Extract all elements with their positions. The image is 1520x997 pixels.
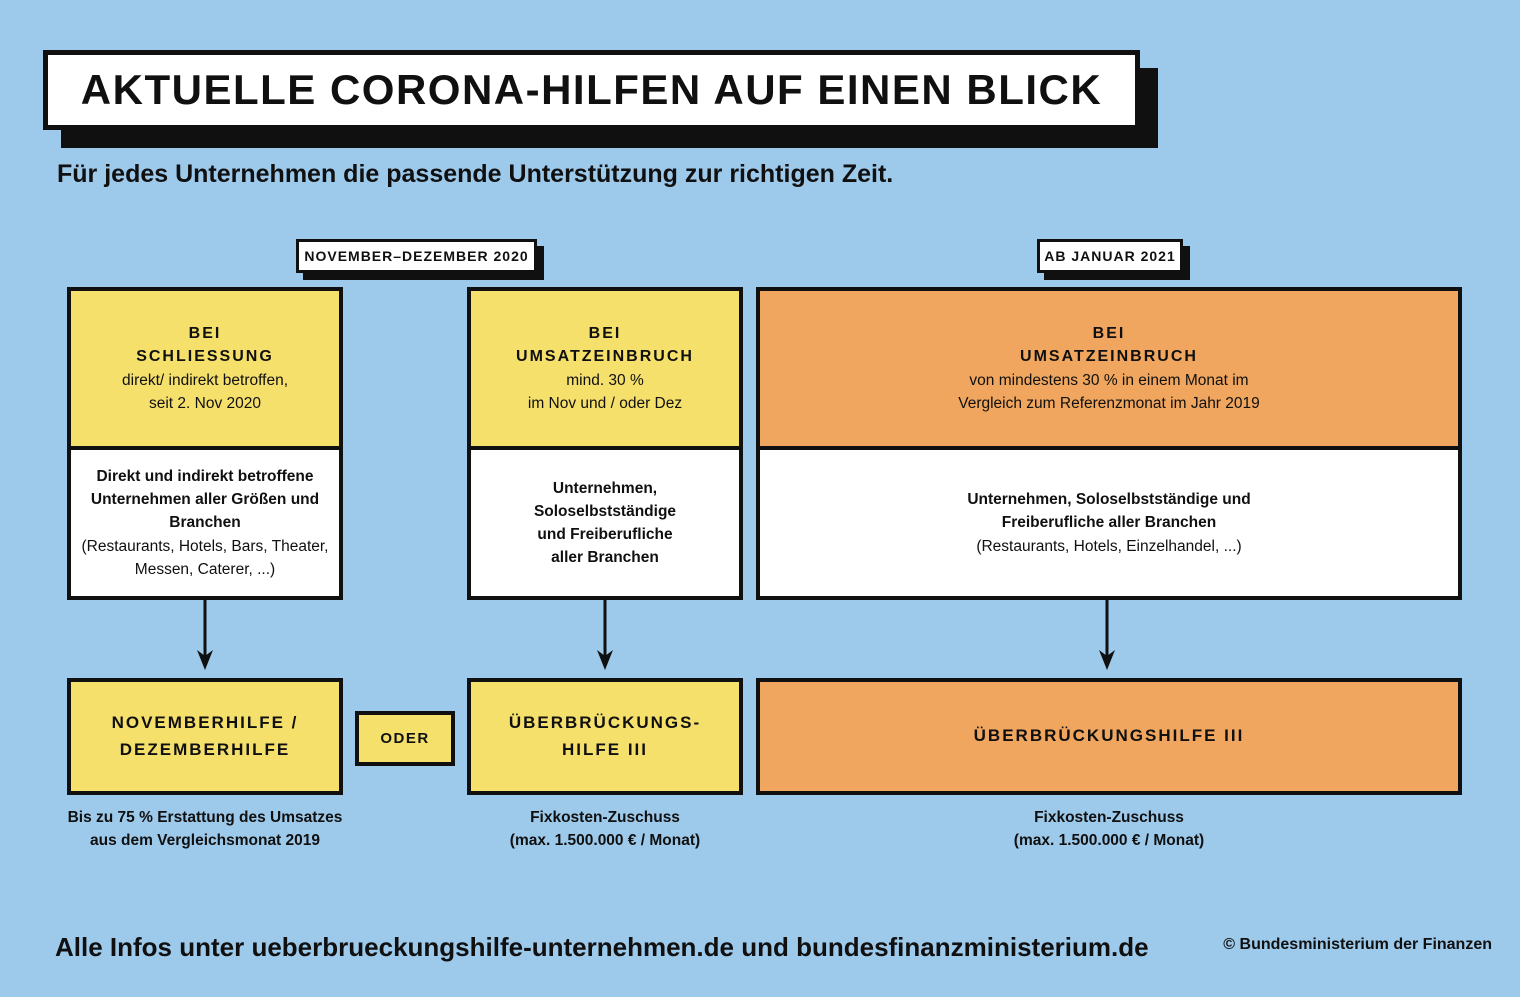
period-label-november-dezember-2020: NOVEMBER–DEZEMBER 2020: [296, 239, 537, 273]
audience-main: Unternehmen, Soloselbstständige und Frei…: [533, 479, 677, 567]
program-box-ueberbrueckungshilfe-3-orange: ÜBERBRÜCKUNGSHILFE III: [756, 678, 1462, 795]
audience-box-umsatzeinbruch-nov-dez: Unternehmen, Soloselbstständige und Frei…: [467, 450, 743, 600]
condition-details: direkt/ indirekt betroffen, seit 2. Nov …: [122, 372, 288, 412]
audience-main: Direkt und indirekt betroffene Unternehm…: [90, 467, 320, 532]
title-banner: AKTUELLE CORONA-HILFEN AUF EINEN BLICK: [43, 50, 1140, 130]
audience-main: Unternehmen, Soloselbstständige und Frei…: [967, 491, 1251, 532]
page-title: AKTUELLE CORONA-HILFEN AUF EINEN BLICK: [80, 66, 1103, 113]
down-arrow-icon: [197, 600, 213, 670]
condition-box-schliessung: BEI SCHLIESSUNG direkt/ indirekt betroff…: [67, 287, 343, 450]
program-box-ueberbrueckungshilfe-3-yellow: ÜBERBRÜCKUNGS- HILFE III: [467, 678, 743, 795]
column-schliessung: BEI SCHLIESSUNG direkt/ indirekt betroff…: [67, 287, 343, 600]
benefit-caption-ueberbrueckungshilfe-yellow: Fixkosten-Zuschuss (max. 1.500.000 € / M…: [509, 809, 701, 850]
audience-box-umsatzeinbruch-2021: Unternehmen, Soloselbstständige und Frei…: [756, 450, 1462, 600]
condition-box-umsatzeinbruch-2021: BEI UMSATZEINBRUCH von mindestens 30 % i…: [756, 287, 1462, 450]
program-box-novemberhilfe-dezemberhilfe: NOVEMBERHILFE / DEZEMBERHILFE: [67, 678, 343, 795]
benefit-caption-novemberhilfe: Bis zu 75 % Erstattung des Umsatzes aus …: [67, 809, 343, 850]
oder-connector: ODER: [355, 711, 455, 766]
column-umsatzeinbruch-2021: BEI UMSATZEINBRUCH von mindestens 30 % i…: [756, 287, 1462, 600]
column-umsatzeinbruch-nov-dez: BEI UMSATZEINBRUCH mind. 30 % im Nov und…: [467, 287, 743, 600]
audience-examples: (Restaurants, Hotels, Bars, Theater, Mes…: [81, 537, 329, 578]
condition-details: mind. 30 % im Nov und / oder Dez: [527, 372, 683, 412]
down-arrow-icon: [1099, 600, 1115, 670]
condition-heading: BEI UMSATZEINBRUCH: [516, 324, 694, 366]
condition-heading: BEI UMSATZEINBRUCH: [1020, 324, 1198, 366]
down-arrow-icon: [597, 600, 613, 670]
period-label-ab-januar-2021: AB JANUAR 2021: [1037, 239, 1183, 273]
audience-examples: (Restaurants, Hotels, Einzelhandel, ...): [976, 537, 1242, 555]
condition-heading: BEI SCHLIESSUNG: [136, 324, 274, 366]
benefit-caption-ueberbrueckungshilfe-orange: Fixkosten-Zuschuss (max. 1.500.000 € / M…: [1013, 809, 1205, 850]
condition-box-umsatzeinbruch-nov-dez: BEI UMSATZEINBRUCH mind. 30 % im Nov und…: [467, 287, 743, 450]
copyright-notice: © Bundesministerium der Finanzen: [1223, 936, 1492, 953]
audience-box-schliessung: Direkt und indirekt betroffene Unternehm…: [67, 450, 343, 600]
footer-info-text: Alle Infos unter ueberbrueckungshilfe-un…: [55, 932, 1149, 962]
page-subtitle: Für jedes Unternehmen die passende Unter…: [57, 160, 894, 188]
condition-details: von mindestens 30 % in einem Monat im Ve…: [958, 372, 1260, 412]
